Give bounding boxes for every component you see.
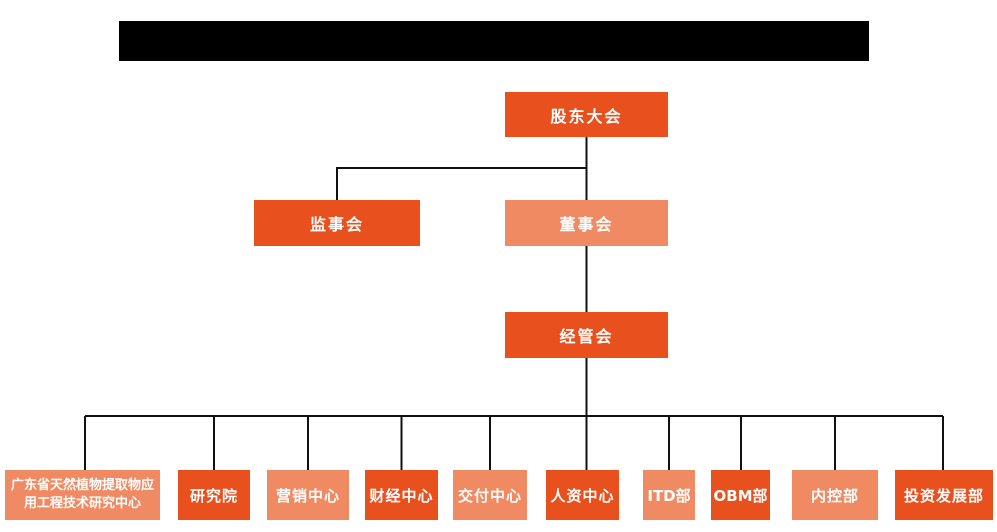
org-node-management-committee: 经管会 xyxy=(505,312,668,358)
org-node-internal-control-dept: 内控部 xyxy=(792,470,878,520)
connector-root-to-supervisory xyxy=(336,167,587,200)
org-node-research-institute: 研究院 xyxy=(178,470,250,520)
org-node-finance-center: 财经中心 xyxy=(365,470,438,520)
redacted-title-bar xyxy=(119,21,869,61)
org-node-investment-development-dept: 投资发展部 xyxy=(895,470,993,520)
org-node-marketing-center: 营销中心 xyxy=(267,470,349,520)
org-node-itd-dept: ITD部 xyxy=(643,470,695,520)
org-node-hr-center: 人资中心 xyxy=(546,470,619,520)
org-node-research-center: 广东省天然植物提取物应用工程技术研究中心 xyxy=(5,470,160,520)
org-node-shareholders-meeting: 股东大会 xyxy=(505,92,668,137)
org-node-board-of-directors: 董事会 xyxy=(505,200,668,246)
org-node-delivery-center: 交付中心 xyxy=(453,470,527,520)
org-node-obm-dept: OBM部 xyxy=(711,470,770,520)
org-node-supervisory-board: 监事会 xyxy=(254,200,420,246)
